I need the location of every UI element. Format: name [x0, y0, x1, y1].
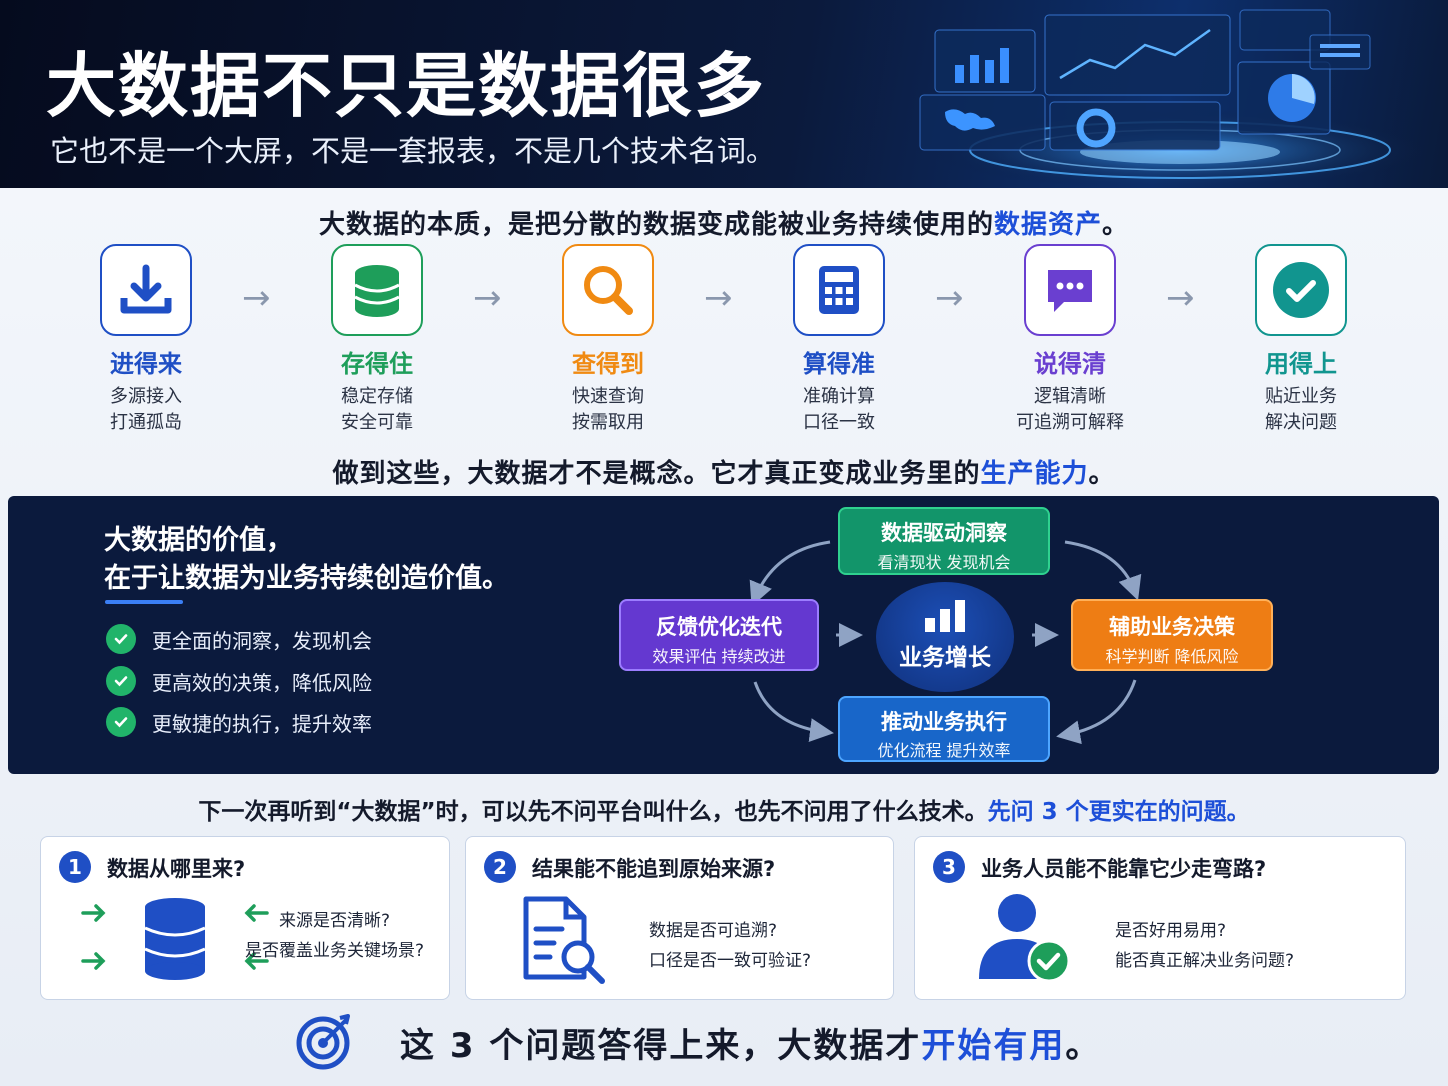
user-check-icon [979, 894, 1071, 983]
check-icon [106, 707, 136, 737]
check-circle-icon [1255, 244, 1347, 336]
value-title-line1: 大数据的价值， [104, 525, 293, 556]
node-insight: 数据驱动洞察 看清现状 发现机会 [838, 507, 1050, 575]
arrow-icon: → [935, 278, 964, 318]
hero-banner: 大数据不只是数据很多 它也不是一个大屏，不是一套报表，不是几个技术名词。 [0, 0, 1448, 188]
value-bullet: 更全面的洞察，发现机会 [106, 624, 372, 654]
conclusion-highlight: 开始有用 [921, 1026, 1066, 1066]
chat-icon [1024, 244, 1116, 336]
check-icon [106, 624, 136, 654]
target-icon [296, 1014, 350, 1070]
question-number: 2 [484, 851, 516, 883]
conclusion-statement: 这 3 个问题答得上来，大数据才开始有用。 [400, 1026, 1102, 1066]
value-title-line2: 在于让数据为业务持续创造价值。 [104, 563, 509, 594]
question-title: 业务人员能不能靠它少走弯路? [981, 857, 1267, 881]
accent-underline [105, 600, 183, 604]
dashboard-illustration [919, 9, 1430, 188]
business-growth-hub: 业务增长 [876, 582, 1014, 692]
bar-chart-icon [925, 600, 965, 632]
download-icon [100, 244, 192, 336]
value-bullet: 更敏捷的执行，提升效率 [106, 707, 372, 737]
essence-highlight: 数据资产 [993, 210, 1102, 240]
search-icon [562, 244, 654, 336]
question-card: 2 结果能不能追到原始来源? 数据是否可追溯? 口径是否一致可验证? [465, 836, 894, 1000]
database-sources-icon [81, 898, 269, 980]
ask-statement: 下一次再听到“大数据”时，可以先不问平台叫什么，也先不问用了什么技术。先问 3 … [198, 799, 1250, 825]
essence-statement: 大数据的本质，是把分散的数据变成能被业务持续使用的数据资产。 [318, 210, 1130, 240]
arrow-icon: → [704, 278, 733, 318]
question-title: 结果能不能追到原始来源? [532, 857, 776, 881]
question-card: 3 业务人员能不能靠它少走弯路? 是否好用易用? 能否真正解决业务问题? [914, 836, 1406, 1000]
cycle-arrows [749, 540, 1142, 745]
question-card: 1 数据从哪里来? 来源是否清晰? 是否覆盖业务关键场景? [40, 836, 450, 1000]
question-number: 3 [933, 851, 965, 883]
node-decision: 辅助业务决策 科学判断 降低风险 [1071, 599, 1273, 671]
arrow-icon: → [242, 278, 271, 318]
page-title: 大数据不只是数据很多 [46, 45, 766, 127]
ask-highlight: 先问 3 个更实在的问题。 [987, 799, 1250, 825]
arrow-icon: → [473, 278, 502, 318]
value-bullet: 更高效的决策，降低风险 [106, 666, 372, 696]
question-title: 数据从哪里来? [107, 857, 246, 881]
calculator-icon [793, 244, 885, 336]
database-icon [331, 244, 423, 336]
productivity-highlight: 生产能力 [980, 459, 1089, 489]
document-search-icon [523, 896, 605, 984]
question-number: 1 [59, 851, 91, 883]
node-execution: 推动业务执行 优化流程 提升效率 [838, 696, 1050, 762]
productivity-statement: 做到这些，大数据才不是概念。它才真正变成业务里的生产能力。 [332, 459, 1116, 489]
node-feedback: 反馈优化迭代 效果评估 持续改进 [619, 599, 819, 671]
page-subtitle: 它也不是一个大屏，不是一套报表，不是几个技术名词。 [50, 134, 776, 168]
check-icon [106, 666, 136, 696]
arrow-icon: → [1166, 278, 1195, 318]
